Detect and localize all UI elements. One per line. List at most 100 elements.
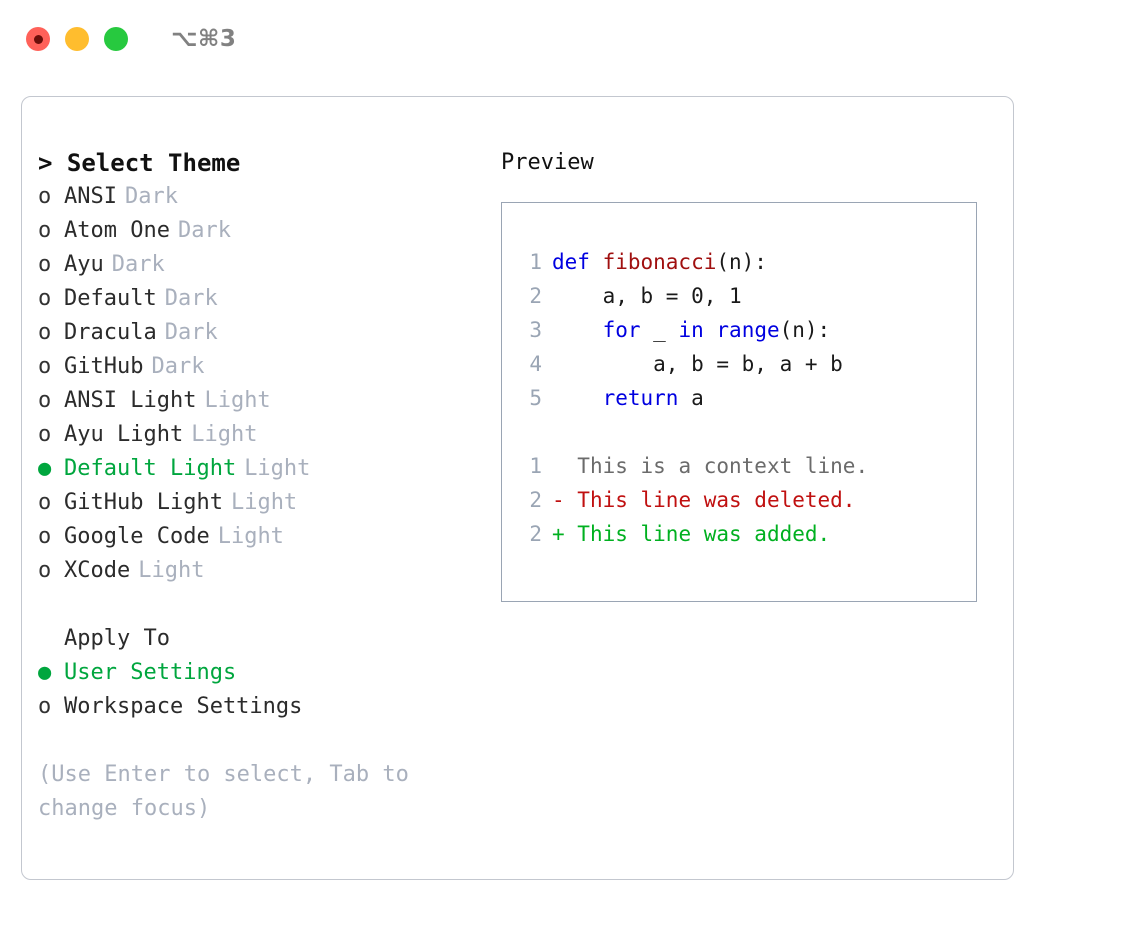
theme-name: Atom One <box>64 218 170 243</box>
code-token: a <box>678 386 704 410</box>
theme-variant-tag: Light <box>138 558 205 583</box>
theme-list-item[interactable]: o Google Code Light <box>38 520 478 554</box>
line-number: 3 <box>529 318 542 342</box>
maximize-button[interactable] <box>104 27 128 51</box>
theme-variant-tag: Light <box>244 456 311 481</box>
theme-variant-tag: Dark <box>177 218 231 243</box>
radio-unselected-icon[interactable]: o <box>38 354 52 379</box>
line-number: 1 <box>529 454 542 478</box>
code-line: 2 a, b = 0, 1 <box>516 279 976 313</box>
recording-indicator-icon <box>33 34 43 44</box>
diff-text: - This line was deleted. <box>552 483 855 517</box>
theme-variant-tag: Dark <box>124 184 178 209</box>
theme-variant-tag: Light <box>217 524 284 549</box>
diff-text: + This line was added. <box>552 517 830 551</box>
diff-line: 2- This line was deleted. <box>516 483 976 517</box>
keyboard-hint: (Use Enter to select, Tab to change focu… <box>38 762 423 821</box>
code-token: def <box>552 250 603 274</box>
code-text: a, b = 0, 1 <box>552 279 742 313</box>
radio-unselected-icon[interactable]: o <box>38 422 52 447</box>
code-text: for _ in range(n): <box>552 313 831 347</box>
apply-to-option-label: User Settings <box>64 660 237 685</box>
diff-line: 2 + This line was added. <box>516 517 976 551</box>
radio-unselected-icon[interactable]: o <box>38 490 52 515</box>
code-diff-spacer <box>516 415 976 449</box>
radio-unselected-icon[interactable]: o <box>38 320 52 345</box>
diff-content: This line was added. <box>577 522 831 546</box>
radio-unselected-icon[interactable]: o <box>38 218 52 243</box>
close-button[interactable] <box>26 27 50 51</box>
code-text: a, b = b, a + b <box>552 347 843 381</box>
radio-unselected-icon[interactable]: o <box>38 286 52 311</box>
code-token: fibonacci <box>602 250 717 274</box>
theme-list-item[interactable]: o Atom One Dark <box>38 214 478 248</box>
diff-content: This is a context line. <box>577 454 869 478</box>
code-token <box>552 318 603 342</box>
code-token: 1 <box>729 284 742 308</box>
radio-unselected-icon[interactable]: o <box>38 388 52 413</box>
theme-variant-tag: Dark <box>164 286 218 311</box>
diff-marker: - <box>552 488 578 512</box>
apply-to-option[interactable]: ● User Settings <box>38 656 478 690</box>
code-text: return a <box>552 381 704 415</box>
traffic-lights <box>26 27 128 51</box>
theme-name: ANSI Light <box>64 388 197 413</box>
code-token: for <box>602 318 641 342</box>
code-token: _ <box>640 318 679 342</box>
theme-variant-tag: Dark <box>164 320 218 345</box>
radio-unselected-icon[interactable]: o <box>38 524 52 549</box>
preview-title: Preview <box>501 150 594 175</box>
code-token: return <box>602 386 679 410</box>
diff-marker <box>552 454 577 478</box>
theme-variant-tag: Light <box>204 388 271 413</box>
theme-variant-tag: Dark <box>151 354 205 379</box>
minimize-button[interactable] <box>65 27 89 51</box>
diff-content: This line was deleted. <box>577 488 856 512</box>
radio-unselected-icon[interactable]: o <box>38 252 52 277</box>
theme-variant-tag: Dark <box>111 252 165 277</box>
diff-marker: + <box>552 522 578 546</box>
line-number: 5 <box>529 386 542 410</box>
code-token: , <box>703 284 730 308</box>
radio-unselected-icon[interactable]: o <box>38 558 52 583</box>
code-token: in <box>678 318 704 342</box>
code-line: 5 return a <box>516 381 976 415</box>
theme-list-item[interactable]: o ANSI Light Light <box>38 384 478 418</box>
theme-name: GitHub <box>64 354 144 379</box>
radio-selected-icon[interactable]: ● <box>38 456 52 481</box>
code-line: 4 a, b = b, a + b <box>516 347 976 381</box>
radio-unselected-icon[interactable]: o <box>38 184 52 209</box>
code-token: (n): <box>779 318 831 342</box>
code-text: def fibonacci(n): <box>552 245 767 279</box>
select-theme-heading: > Select Theme <box>38 149 241 177</box>
code-token <box>552 386 603 410</box>
line-number: 2 <box>529 522 542 546</box>
theme-list-item[interactable]: o GitHub Dark <box>38 350 478 384</box>
code-token: a, b = <box>552 284 692 308</box>
code-token: a, b = b, a + b <box>552 352 843 376</box>
theme-name: Google Code <box>64 524 210 549</box>
list-spacer <box>38 588 478 622</box>
title-bar: ⌥⌘3 <box>0 0 1140 78</box>
radio-unselected-icon[interactable]: o <box>38 694 52 719</box>
code-token: range <box>716 318 780 342</box>
radio-selected-icon[interactable]: ● <box>38 660 52 685</box>
code-token: (n): <box>716 250 767 274</box>
